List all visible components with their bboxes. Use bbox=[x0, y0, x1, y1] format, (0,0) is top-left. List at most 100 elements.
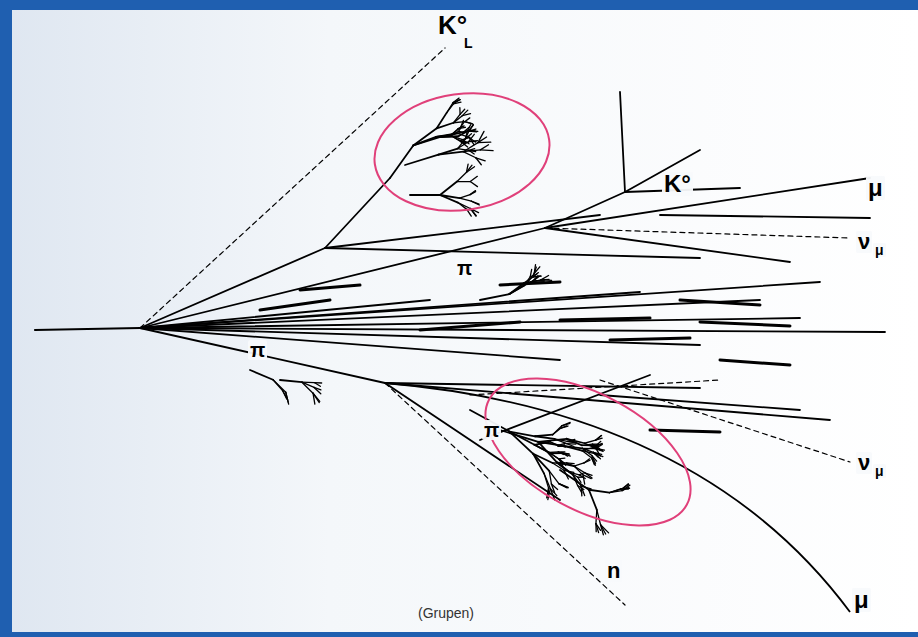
charged-track bbox=[561, 426, 568, 428]
particle-label: ν bbox=[856, 231, 872, 253]
charged-track bbox=[596, 448, 605, 450]
charged-track bbox=[545, 228, 790, 262]
charged-track bbox=[325, 178, 390, 248]
charged-track bbox=[560, 318, 650, 320]
charged-track bbox=[469, 150, 476, 151]
charged-track bbox=[585, 443, 596, 448]
charged-track bbox=[650, 430, 720, 432]
charged-track bbox=[476, 158, 482, 165]
charged-track bbox=[565, 446, 582, 450]
charged-track bbox=[465, 122, 473, 124]
particle-label: K° bbox=[436, 12, 469, 38]
charged-track bbox=[280, 380, 302, 382]
charged-track bbox=[596, 448, 603, 450]
charged-track bbox=[440, 195, 458, 203]
charged-track bbox=[413, 137, 440, 145]
charged-track bbox=[478, 137, 487, 143]
charged-track bbox=[509, 283, 524, 294]
particle-label: n bbox=[605, 560, 622, 582]
charged-track bbox=[551, 484, 557, 489]
charged-track bbox=[458, 142, 469, 149]
charged-track bbox=[250, 370, 273, 380]
charged-track bbox=[458, 149, 469, 151]
charged-track bbox=[459, 108, 461, 115]
subscript-label: L bbox=[462, 36, 475, 50]
charged-track bbox=[314, 387, 321, 393]
charged-track bbox=[551, 452, 562, 454]
muon-track bbox=[385, 383, 850, 612]
charged-track bbox=[592, 458, 596, 465]
charged-track bbox=[620, 92, 625, 192]
charged-track bbox=[622, 485, 630, 490]
particle-label: ν bbox=[856, 452, 872, 474]
charged-track bbox=[582, 451, 592, 459]
charged-track bbox=[273, 380, 286, 393]
charged-track bbox=[583, 475, 585, 484]
charged-track bbox=[538, 442, 564, 446]
charged-track bbox=[470, 182, 477, 187]
charged-track bbox=[470, 176, 477, 181]
neutral-track bbox=[385, 383, 625, 605]
charged-track bbox=[385, 383, 560, 500]
charged-track bbox=[454, 114, 461, 122]
charged-track bbox=[462, 114, 470, 116]
neutral-track bbox=[140, 48, 445, 328]
charged-track bbox=[314, 382, 321, 384]
charged-track bbox=[457, 181, 470, 182]
charged-track bbox=[600, 395, 800, 410]
charged-track bbox=[596, 436, 601, 440]
particle-label: π bbox=[455, 258, 474, 278]
charged-track bbox=[601, 525, 606, 534]
charged-track bbox=[584, 460, 590, 463]
charged-track bbox=[541, 276, 549, 280]
charged-track bbox=[273, 380, 283, 391]
charged-track bbox=[447, 103, 453, 113]
charged-track bbox=[463, 152, 476, 158]
charged-track bbox=[595, 510, 597, 524]
charged-track bbox=[538, 439, 566, 442]
charged-track bbox=[609, 489, 622, 493]
charged-track bbox=[589, 490, 610, 493]
charged-track bbox=[549, 471, 559, 484]
charged-track bbox=[561, 453, 568, 454]
charged-track bbox=[453, 98, 459, 103]
charged-track bbox=[544, 473, 549, 488]
neutral-track bbox=[600, 380, 850, 462]
charged-track bbox=[470, 191, 475, 195]
charged-track bbox=[405, 155, 438, 165]
charged-track bbox=[140, 328, 385, 383]
charged-track bbox=[302, 382, 313, 393]
highlight-ellipse bbox=[367, 82, 557, 221]
charged-track bbox=[574, 463, 584, 466]
charged-track bbox=[680, 300, 760, 305]
charged-track bbox=[437, 123, 454, 129]
charged-track bbox=[582, 447, 594, 450]
charged-track bbox=[440, 182, 457, 195]
charged-track bbox=[553, 428, 561, 435]
charged-track bbox=[700, 322, 790, 326]
charged-track bbox=[471, 201, 479, 204]
charged-track bbox=[465, 122, 472, 124]
charged-track bbox=[325, 215, 600, 248]
charged-track bbox=[589, 490, 597, 510]
charged-track bbox=[140, 328, 560, 360]
particle-label: μ bbox=[852, 588, 871, 612]
charged-track bbox=[413, 128, 436, 145]
charged-track bbox=[35, 328, 140, 330]
charged-track bbox=[480, 294, 509, 300]
charged-track bbox=[457, 172, 466, 181]
charged-track bbox=[534, 275, 541, 277]
charged-track bbox=[595, 524, 597, 532]
particle-label: π bbox=[248, 340, 267, 360]
charged-track bbox=[544, 473, 550, 488]
charged-track bbox=[534, 265, 535, 274]
charged-track bbox=[500, 430, 538, 442]
charged-track bbox=[438, 149, 457, 155]
charged-track bbox=[325, 248, 700, 258]
charged-track bbox=[410, 194, 440, 196]
charged-track bbox=[574, 466, 585, 473]
particle-label: π bbox=[482, 420, 501, 440]
panel bbox=[12, 10, 918, 632]
charged-track bbox=[524, 277, 533, 283]
